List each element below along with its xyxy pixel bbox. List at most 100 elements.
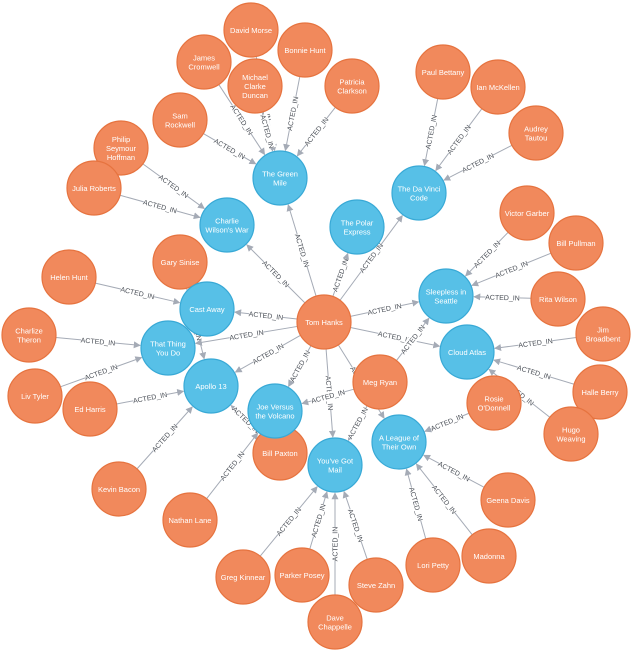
person-node-circle[interactable] — [91, 461, 147, 517]
relationship-edge[interactable]: ACTED_IN — [423, 454, 485, 488]
person-node-victor-garber[interactable]: Victor Garber — [499, 185, 555, 241]
person-node-ed-harris[interactable]: Ed Harris — [62, 381, 118, 437]
person-node-circle[interactable] — [548, 215, 604, 271]
person-node-circle[interactable] — [152, 92, 208, 148]
person-node-circle[interactable] — [66, 160, 122, 216]
relationship-edge[interactable]: ACTED_IN — [258, 111, 277, 152]
person-node-nathan-lane[interactable]: Nathan Lane — [162, 492, 218, 548]
person-node-steve-zahn[interactable]: Steve Zahn — [348, 557, 404, 613]
relationship-edge[interactable]: ACTED_IN — [287, 345, 312, 388]
person-node-bonnie-hunt[interactable]: Bonnie Hunt — [277, 22, 333, 78]
relationship-edge[interactable]: ACTED_IN — [330, 492, 340, 595]
movie-node-circle[interactable] — [371, 414, 427, 470]
relationship-edge[interactable]: ACTED_IN — [342, 490, 368, 560]
person-node-meg-ryan[interactable]: Meg Ryan — [352, 354, 408, 410]
person-node-circle[interactable] — [461, 528, 517, 584]
person-node-circle[interactable] — [296, 294, 352, 350]
relationship-edge[interactable]: ACTED_IN — [116, 388, 185, 405]
relationship-edge[interactable]: ACTED_IN — [350, 327, 441, 349]
relationship-edge[interactable]: ACTED_IN — [286, 204, 317, 297]
movie-node-circle[interactable] — [247, 383, 303, 439]
person-node-circle[interactable] — [543, 406, 599, 462]
relationship-edge[interactable]: ACTED_IN — [283, 76, 300, 152]
movie-node-apollo13[interactable]: Apollo 13 — [183, 358, 239, 414]
person-node-geena-davis[interactable]: Geena Davis — [480, 472, 536, 528]
movie-node-circle[interactable] — [183, 358, 239, 414]
person-node-circle[interactable] — [277, 22, 333, 78]
person-node-circle[interactable] — [93, 120, 149, 176]
relationship-edge[interactable]: ACTED_IN — [246, 244, 306, 304]
person-node-ian-mckellen[interactable]: Ian McKellen — [470, 59, 526, 115]
person-node-rita-wilson[interactable]: Rita Wilson — [530, 271, 586, 327]
person-node-circle[interactable] — [480, 472, 536, 528]
person-node-circle[interactable] — [466, 375, 522, 431]
person-node-parker-posey[interactable]: Parker Posey — [274, 547, 330, 603]
person-node-circle[interactable] — [572, 364, 628, 420]
relationship-edge[interactable]: ACTED_IN — [203, 133, 257, 165]
person-node-circle[interactable] — [508, 105, 564, 161]
person-node-greg-kinnear[interactable]: Greg Kinnear — [215, 549, 271, 605]
person-node-circle[interactable] — [1, 307, 57, 363]
person-node-circle[interactable] — [274, 547, 330, 603]
relationship-edge[interactable]: ACTED_IN — [119, 194, 201, 220]
person-node-circle[interactable] — [41, 249, 97, 305]
movie-node-cast-away[interactable]: Cast Away — [179, 281, 235, 337]
movie-node-circle[interactable] — [307, 437, 363, 493]
person-node-kevin-bacon[interactable]: Kevin Bacon — [91, 461, 147, 517]
person-node-circle[interactable] — [499, 185, 555, 241]
relationship-edge[interactable]: ACTED_IN — [60, 356, 143, 388]
movie-node-circle[interactable] — [252, 150, 308, 206]
person-node-circle[interactable] — [7, 368, 63, 424]
person-node-circle[interactable] — [223, 2, 279, 58]
person-node-circle[interactable] — [324, 58, 380, 114]
person-node-circle[interactable] — [227, 58, 283, 114]
relationship-edge[interactable]: ACTED_IN — [494, 336, 577, 351]
relationship-edge[interactable]: ACTED_IN — [404, 468, 427, 540]
person-node-julia-roberts[interactable]: Julia Roberts — [66, 160, 122, 216]
relationship-edge[interactable]: ACTED_IN — [234, 334, 301, 373]
person-node-circle[interactable] — [575, 306, 631, 362]
relationship-edge[interactable]: ACTED_IN — [350, 299, 420, 317]
movie-node-circle[interactable] — [329, 199, 385, 255]
person-node-circle[interactable] — [405, 537, 461, 593]
person-node-circle[interactable] — [352, 354, 408, 410]
person-node-circle[interactable] — [348, 557, 404, 613]
relationship-edge[interactable]: ACTED_IN — [234, 309, 298, 322]
movie-node-circle[interactable] — [140, 320, 196, 376]
person-node-circle[interactable] — [176, 34, 232, 90]
person-node-paul-bettany[interactable]: Paul Bettany — [415, 44, 471, 100]
person-node-bill-pullman[interactable]: Bill Pullman — [548, 215, 604, 271]
relationship-edge[interactable]: ACTED_IN — [55, 335, 141, 349]
movie-node-circle[interactable] — [439, 324, 495, 380]
relationship-edge[interactable]: ACTED_IN — [345, 405, 370, 442]
person-node-madonna[interactable]: Madonna — [461, 528, 517, 584]
person-node-circle[interactable] — [62, 381, 118, 437]
person-node-gary-sinise[interactable]: Gary Sinise — [152, 234, 208, 290]
relationship-edge[interactable]: ACTED_IN — [259, 486, 318, 557]
person-node-circle[interactable] — [415, 44, 471, 100]
person-node-halle-berry[interactable]: Halle Berry — [572, 364, 628, 420]
relationship-edge[interactable]: ACTED_IN — [206, 432, 259, 500]
relationship-edge[interactable]: ACTED_IN — [424, 411, 470, 433]
person-node-helen-hunt[interactable]: Helen Hunt — [41, 249, 97, 305]
